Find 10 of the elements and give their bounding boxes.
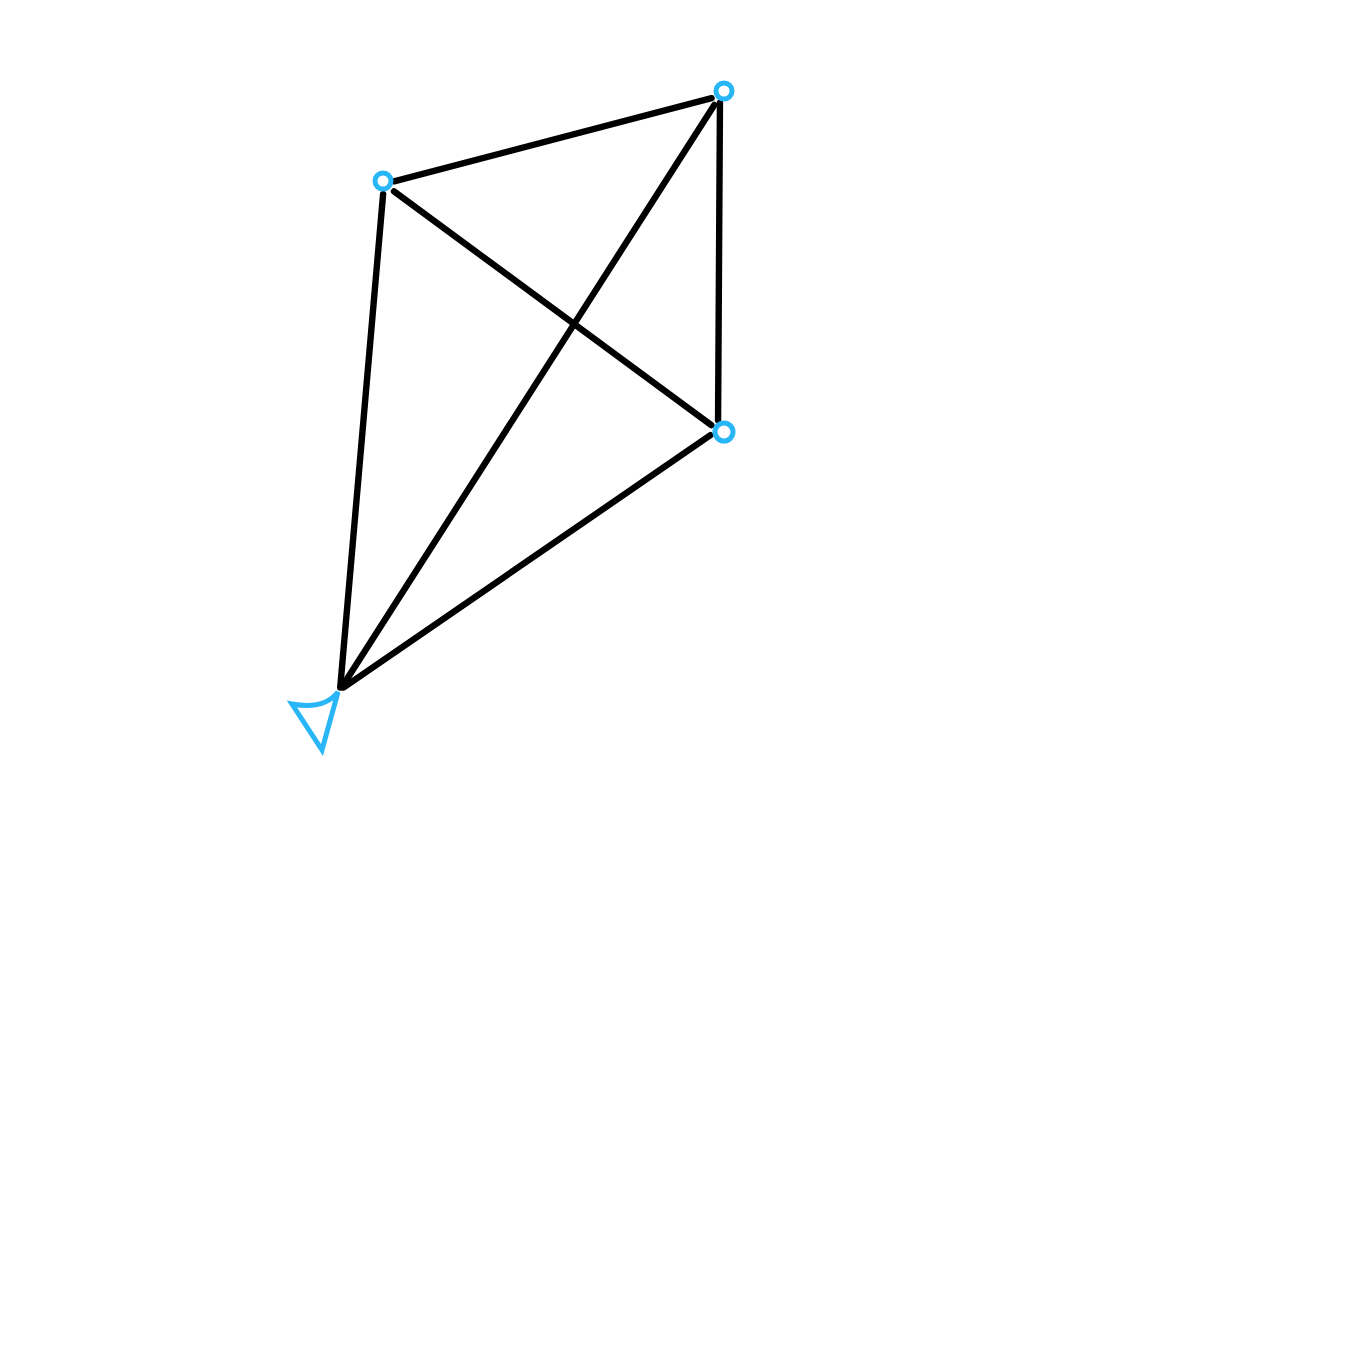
line-segment: [390, 95, 715, 185]
circle-marker: [372, 170, 394, 192]
circle-marker: [712, 80, 736, 102]
line-segment: [338, 101, 718, 691]
line-segment: [390, 188, 715, 429]
triangle-marker: [288, 688, 346, 756]
line-segment: [337, 190, 387, 691]
circle-marker: [712, 420, 736, 444]
line-segment: [340, 432, 714, 691]
line-segment: [714, 99, 724, 424]
